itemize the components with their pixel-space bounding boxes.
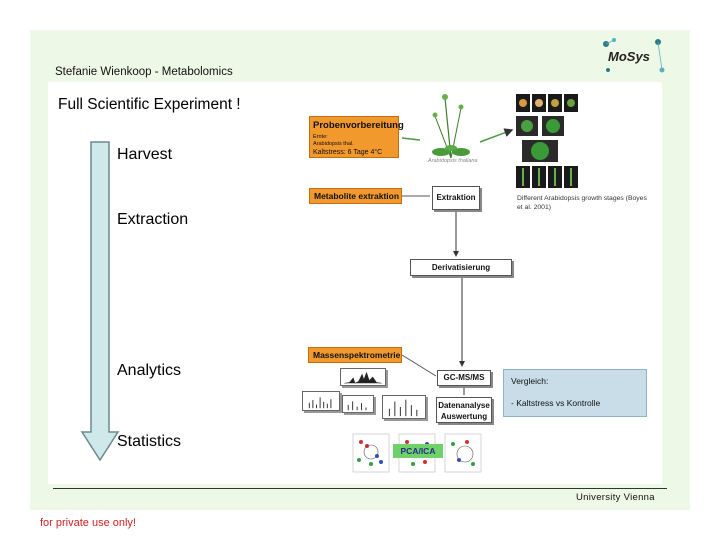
spectrum-image (302, 391, 340, 411)
auswertung-label: Auswertung (440, 412, 488, 421)
pca-ica-label: PCA/ICA (393, 444, 443, 458)
footer-notice: for private use only! (40, 517, 136, 529)
down-arrow-icon (80, 141, 120, 462)
mosys-logo (603, 38, 665, 73)
chromatogram-image (340, 368, 386, 386)
footer-institution: University Vienna (576, 492, 655, 503)
metabolite-extraction-label: Metabolite extraktion (314, 191, 400, 201)
vergleich-detail: - Kaltstress vs Kontrolle (511, 398, 601, 408)
step-statistics: Statistics (117, 433, 182, 450)
vergleich-title: Vergleich: (511, 376, 549, 386)
massenspektrometrie-box: Massenspektrometrie (308, 347, 402, 363)
extraktion-box: Extraktion (432, 186, 480, 210)
spectrum-image (342, 395, 374, 413)
step-extraction: Extraction (117, 211, 189, 228)
growth-stages-photos (516, 94, 578, 188)
arabidopsis-plant-image (432, 94, 470, 159)
logo-text: MoSys (608, 49, 650, 64)
metabolite-extraction-box: Metabolite extraktion (309, 188, 402, 204)
datenanalyse-label: Datenanalyse (438, 401, 490, 410)
header-title: Stefanie Wienkoop - Metabolomics (55, 66, 233, 78)
gcms-box: GC-MS/MS (437, 370, 491, 386)
derivatisierung-box: Derivatisierung (410, 259, 512, 276)
thaliana-caption: Arabidopsis thaliana (428, 158, 478, 164)
spectrum-image (382, 395, 426, 419)
footer-divider (53, 488, 667, 489)
vergleich-box: Vergleich: - Kaltstress vs Kontrolle (503, 369, 647, 417)
growth-stages-caption: Different Arabidopsis growth stages (Boy… (517, 195, 647, 211)
step-harvest: Harvest (117, 146, 173, 163)
datenanalyse-box: Datenanalyse Auswertung (436, 397, 492, 423)
probe-line: Arabidopsis thal. (313, 141, 354, 147)
step-analytics: Analytics (117, 362, 182, 379)
probe-line: Kaltstress: 6 Tage 4°C (313, 149, 383, 156)
probe-line: Ernte: (313, 134, 328, 140)
massenspektrometrie-label: Massenspektrometrie (313, 350, 401, 360)
slide-title: Full Scientific Experiment ! (58, 96, 241, 113)
probenvorbereitung-box: Probenvorbereitung Ernte: Arabidopsis th… (309, 116, 404, 158)
probenvorbereitung-title: Probenvorbereitung (313, 120, 404, 131)
